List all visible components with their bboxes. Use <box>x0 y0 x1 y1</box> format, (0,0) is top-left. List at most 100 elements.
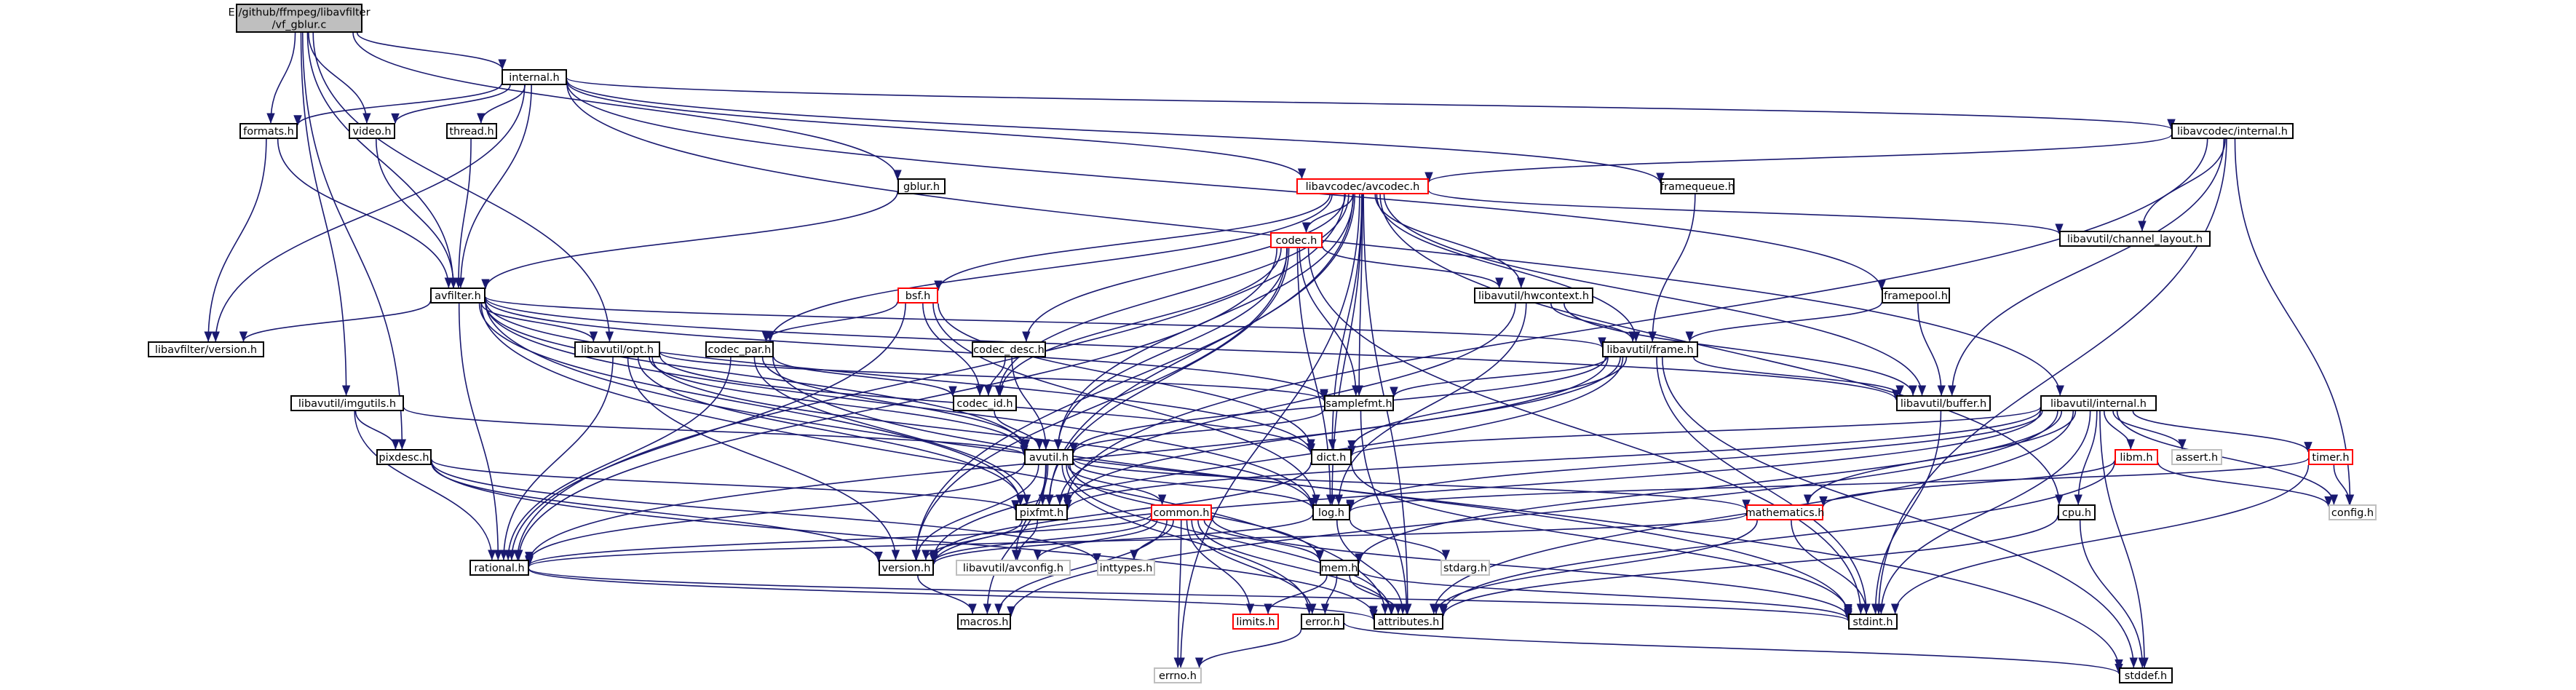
node-lavf-version-h[interactable]: libavfilter/version.h <box>148 341 264 357</box>
node-box <box>239 123 298 139</box>
node-imgutils-h[interactable]: libavutil/imgutils.h <box>290 395 404 411</box>
node-label: libavcodec/internal.h <box>2177 126 2288 138</box>
edge-error_h-to-errno_h <box>1194 629 1302 668</box>
edge-timer_h-to-log_h <box>1346 458 2309 512</box>
node-avutil-h[interactable]: avutil.h <box>1024 449 1074 465</box>
node-channel-layout-h[interactable]: libavutil/channel_layout.h <box>2059 231 2211 247</box>
node-codec-desc-h[interactable]: codec_desc.h <box>972 341 1046 357</box>
edge-libm_h-to-config_h <box>2157 462 2333 507</box>
node-internal-h[interactable]: internal.h <box>502 69 567 85</box>
edge-lavu_internal_h-to-dict_h <box>1347 406 2041 456</box>
edge-lavc_internal_h-to-pixfmt_h <box>1062 138 2208 505</box>
node-log-h[interactable]: log.h <box>1312 504 1350 520</box>
node-label: inttypes.h <box>1100 563 1153 574</box>
node-timer-h[interactable]: timer.h <box>2308 449 2353 465</box>
node-opt-h[interactable]: libavutil/opt.h <box>574 341 660 357</box>
node-codec-h[interactable]: codec.h <box>1270 232 1323 248</box>
node-limits-h[interactable]: limits.h <box>1232 614 1279 630</box>
node-cpu-h[interactable]: cpu.h <box>2058 504 2096 520</box>
node-hwcontext-h[interactable]: libavutil/hwcontext.h <box>1474 288 1593 304</box>
node-lavu-internal-h[interactable]: libavutil/internal.h <box>2040 395 2157 411</box>
edge-avcodec_h-to-cpu_h <box>1379 194 2064 505</box>
node-samplefmt-h[interactable]: samplefmt.h <box>1324 395 1394 411</box>
node-framepool-h[interactable]: framepool.h <box>1882 288 1950 304</box>
edge-root-to-imgutils_h <box>300 32 351 396</box>
edge-avutil_h-to-version_h <box>912 464 1039 560</box>
node-root[interactable]: E:/github/ffmpeg/libavfilter/vf_gblur.c <box>228 4 370 33</box>
node-thread-h[interactable]: thread.h <box>446 123 497 139</box>
edge-common_h-to-mem_h <box>1203 520 1324 562</box>
node-stdint-h[interactable]: stdint.h <box>1848 614 1898 630</box>
node-avcodec-h[interactable]: libavcodec/avcodec.h <box>1296 178 1429 194</box>
node-lavc-internal-h[interactable]: libavcodec/internal.h <box>2171 123 2294 139</box>
node-buffer-h[interactable]: libavutil/buffer.h <box>1896 395 1991 411</box>
node-stddef-h[interactable]: stddef.h <box>2119 667 2173 683</box>
node-box <box>2329 504 2377 520</box>
node-label: rational.h <box>474 563 524 574</box>
edge-codec_h-to-samplefmt_h <box>1299 247 1360 396</box>
edge-hwcontext_h-to-buffer_h <box>1564 303 1917 396</box>
node-libm-h[interactable]: libm.h <box>2115 449 2158 465</box>
node-codec-id-h[interactable]: codec_id.h <box>953 395 1017 411</box>
node-formats-h[interactable]: formats.h <box>239 123 298 139</box>
node-box <box>2040 395 2157 411</box>
edge-opt_h-to-avutil_h <box>649 357 1029 452</box>
node-label: codec_par.h <box>708 344 772 356</box>
node-box <box>1015 504 1068 520</box>
edge-imgutils_h-to-rational_h <box>354 411 496 560</box>
node-mem-h[interactable]: mem.h <box>1320 560 1359 576</box>
node-frame-h[interactable]: libavutil/frame.h <box>1602 341 1698 357</box>
node-error-h[interactable]: error.h <box>1301 614 1344 630</box>
node-label: libavutil/buffer.h <box>1901 398 1986 410</box>
node-box <box>1602 341 1698 357</box>
node-box <box>1324 395 1394 411</box>
edge-internal_h-to-video_h <box>391 84 511 124</box>
node-stdarg-h: stdarg.h <box>1440 560 1490 576</box>
node-framequeue-h[interactable]: framequeue.h <box>1660 178 1735 194</box>
edge-lavu_internal_h-to-config_h <box>2116 411 2339 505</box>
node-box <box>236 4 362 33</box>
node-box <box>469 560 529 576</box>
node-dict-h[interactable]: dict.h <box>1311 449 1352 465</box>
node-pixfmt-h[interactable]: pixfmt.h <box>1015 504 1068 520</box>
node-gblur-h[interactable]: gblur.h <box>897 178 946 194</box>
edge-common_h-to-avconfig_h <box>1033 520 1158 560</box>
node-version-h[interactable]: version.h <box>879 560 934 576</box>
node-label: libavcodec/avcodec.h <box>1306 181 1420 193</box>
node-rational-h[interactable]: rational.h <box>469 560 529 576</box>
node-box <box>1474 288 1593 304</box>
edge-root-to-avfilter_h <box>306 32 458 288</box>
node-video-h[interactable]: video.h <box>349 123 395 139</box>
node-label: mathematics.h <box>1745 507 1825 519</box>
node-label: gblur.h <box>903 181 940 193</box>
node-label: /vf_gblur.c <box>272 20 327 31</box>
node-box <box>2308 449 2353 465</box>
edge-codec_desc_h-to-avutil_h <box>1011 357 1050 450</box>
edge-avutil_h-to-mathematics_h <box>1073 458 1751 510</box>
node-codec-par-h[interactable]: codec_par.h <box>705 341 774 357</box>
node-box <box>1311 449 1352 465</box>
edge-internal_h-to-thread_h <box>477 84 526 124</box>
node-mathematics-h[interactable]: mathematics.h <box>1745 504 1825 520</box>
node-box <box>290 395 404 411</box>
node-label: bsf.h <box>905 290 931 302</box>
node-label: codec_id.h <box>956 398 1012 410</box>
edge-avcodec_h-to-errno_h <box>1176 194 1360 668</box>
edge-bsf_h-to-codec_par_h <box>761 301 898 342</box>
node-macros-h[interactable]: macros.h <box>957 614 1011 630</box>
node-box <box>1024 449 1074 465</box>
node-bsf-h[interactable]: bsf.h <box>897 288 938 304</box>
edge-lavc_internal_h-to-stdint_h <box>1874 138 2227 614</box>
node-common-h[interactable]: common.h <box>1151 504 1212 520</box>
edge-lavc_internal_h-to-avcodec_h <box>1424 134 2172 183</box>
edge-lavu_internal_h-to-macros_h <box>1007 411 2058 617</box>
edge-bsf_h-to-log_h <box>932 303 1320 505</box>
node-box <box>446 123 497 139</box>
node-label: timer.h <box>2312 452 2349 464</box>
node-avfilter-h[interactable]: avfilter.h <box>430 288 486 304</box>
node-label: E:/github/ffmpeg/libavfilter <box>228 7 370 19</box>
node-assert-h: assert.h <box>2171 449 2222 465</box>
node-pixdesc-h[interactable]: pixdesc.h <box>376 449 432 465</box>
node-attributes-h[interactable]: attributes.h <box>1374 614 1443 630</box>
